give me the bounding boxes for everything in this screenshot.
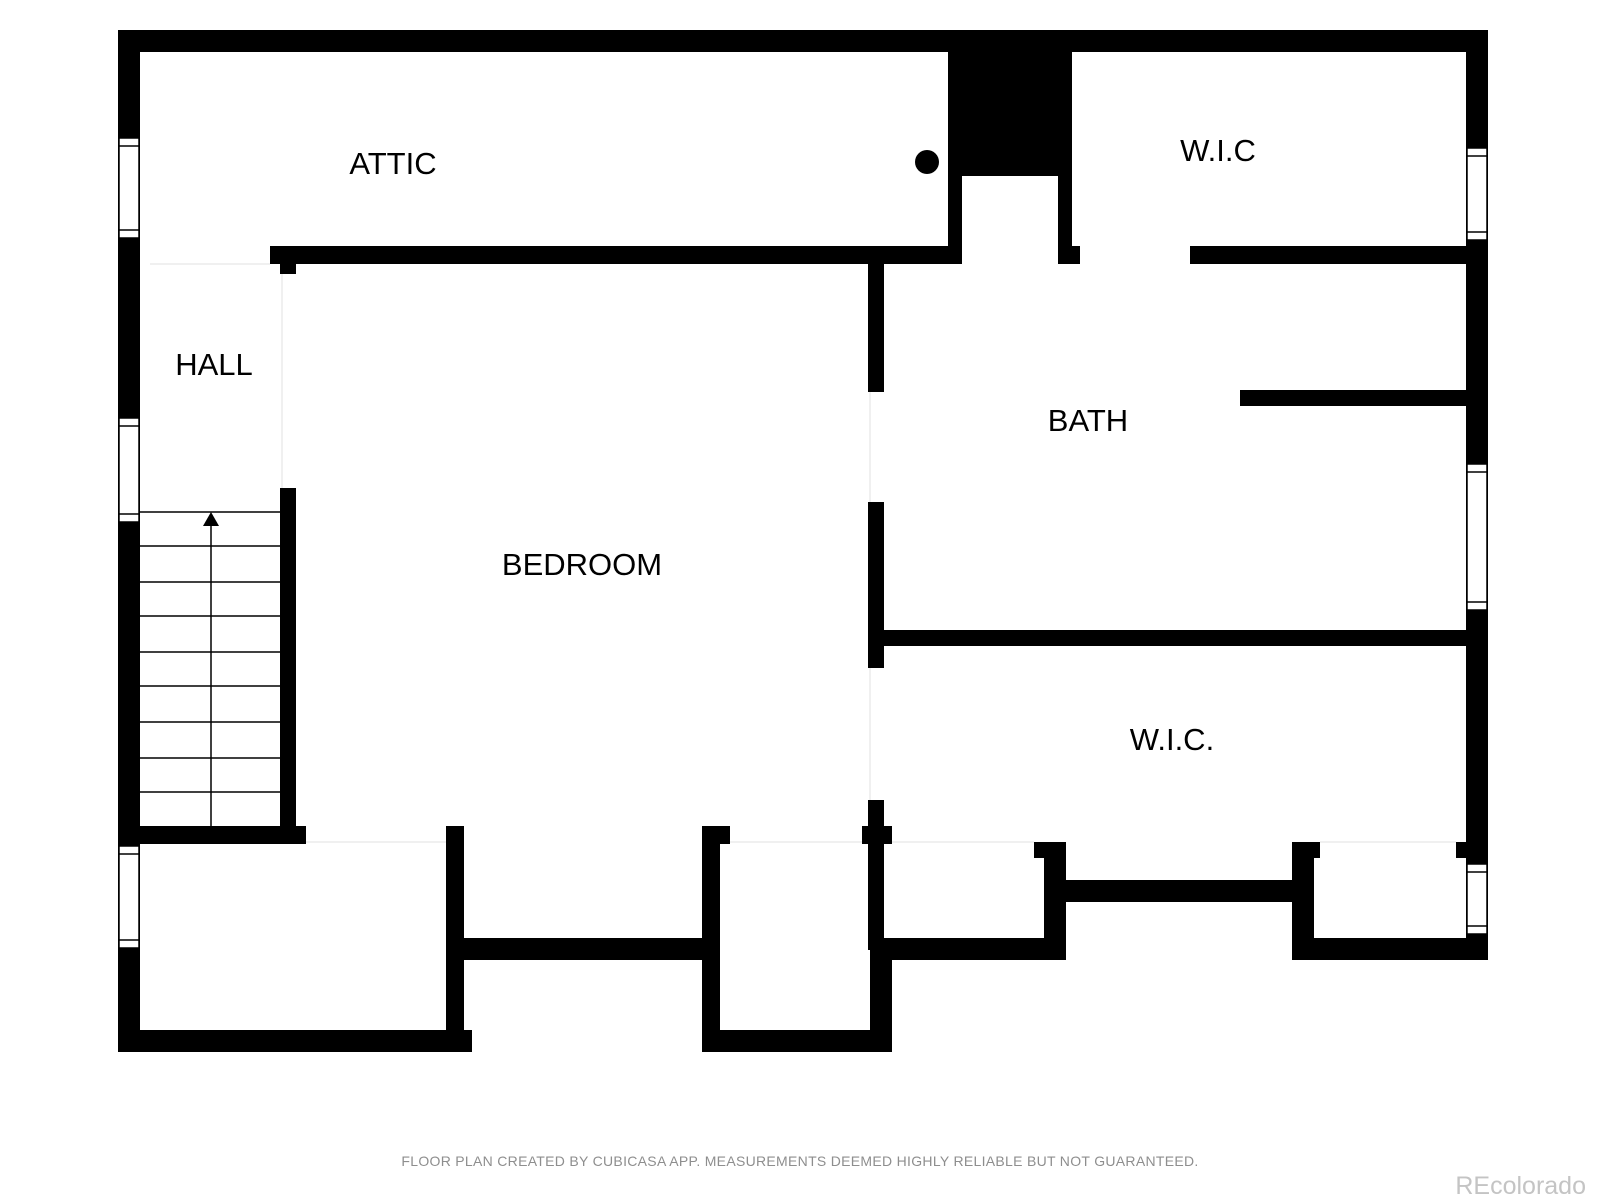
attic-marker-dot — [915, 150, 939, 174]
staircase — [140, 511, 280, 826]
room-label-wic-top: W.I.C — [1180, 133, 1256, 168]
disclaimer-text: FLOOR PLAN CREATED BY CUBICASA APP. MEAS… — [401, 1153, 1199, 1169]
walls — [118, 30, 1488, 1052]
room-label-attic: ATTIC — [349, 146, 436, 181]
room-label-hall: HALL — [175, 347, 253, 382]
window-attic-west — [118, 137, 140, 239]
window-closet-east — [1466, 863, 1488, 935]
window-closet-west — [118, 845, 140, 949]
window-bath-east — [1466, 463, 1488, 611]
room-label-bedroom: BEDROOM — [502, 547, 662, 582]
stair-arrow-icon — [203, 512, 219, 526]
openings — [150, 263, 1456, 843]
windows — [118, 137, 1488, 949]
watermark-logo: REcolorado — [1455, 1172, 1586, 1200]
room-label-wic-bottom: W.I.C. — [1130, 722, 1214, 757]
room-label-bath: BATH — [1048, 403, 1128, 438]
window-wic-east — [1466, 147, 1488, 241]
window-hall-west — [118, 417, 140, 523]
